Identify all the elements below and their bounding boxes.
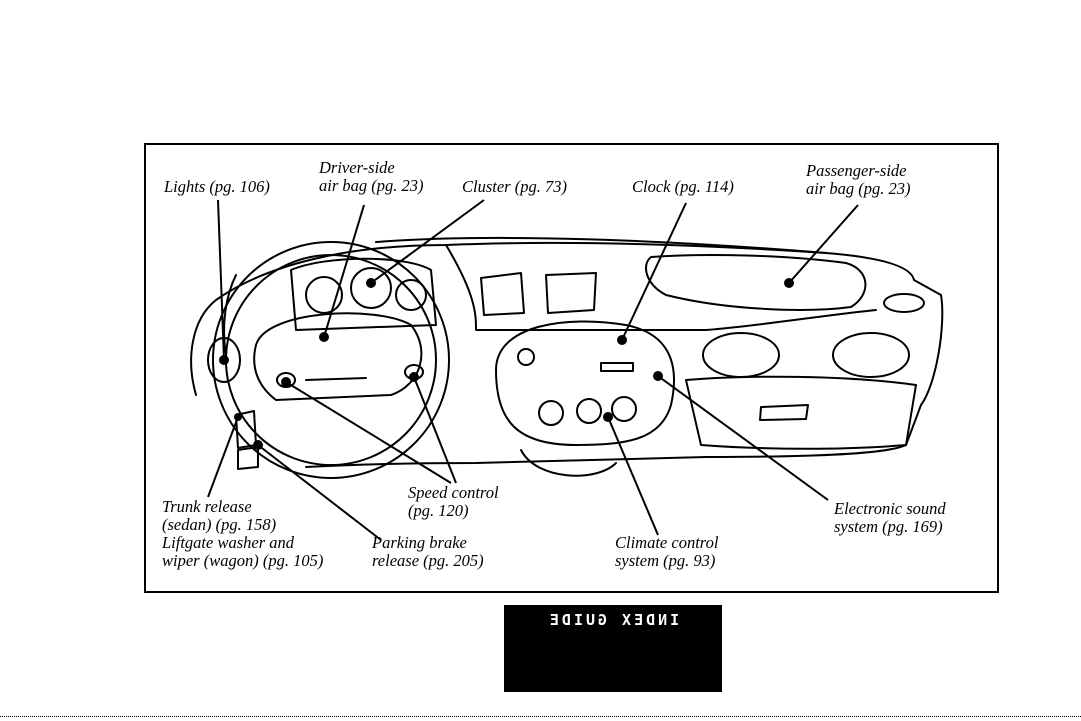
climate-knob-3 [611,396,637,422]
page-bottom-rule [0,716,1081,717]
label-sound-system: Electronic sound system (pg. 169) [834,499,946,536]
label-cluster: Cluster (pg. 73) [462,177,567,196]
label-passenger-airbag: Passenger-side air bag (pg. 23) [806,161,911,198]
climate-knob-1 [538,400,564,426]
leader-cluster [370,199,485,284]
dashboard-figure: Lights (pg. 106) Driver-side air bag (pg… [144,143,999,593]
center-vent-right [545,272,597,314]
leader-driver-airbag [323,204,365,338]
vent-right-2 [832,332,910,378]
passenger-airbag-panel [645,254,867,311]
leader-clock [621,202,687,341]
leader-passenger-airbag [788,204,859,284]
leader-climate [607,416,659,536]
center-console [495,320,675,446]
label-parking-brake: Parking brake release (pg. 205) [372,533,484,570]
label-clock: Clock (pg. 114) [632,177,734,196]
index-guide-tab[interactable]: INDEX GUIDE [504,605,722,692]
label-speed-control: Speed control (pg. 120) [408,483,499,520]
label-climate-control: Climate control system (pg. 93) [615,533,719,570]
instrument-cluster [290,257,437,331]
center-vent-left [480,272,525,316]
steering-hub [253,312,423,401]
leader-sound [657,375,829,501]
leader-parking [257,444,382,541]
glovebox [685,375,917,450]
climate-knob-2 [576,398,602,424]
nav-guide-label[interactable]: GUIDE [546,611,607,629]
label-trunk-release: Trunk release (sedan) (pg. 158) Liftgate… [162,497,324,570]
dashboard-illustration [190,199,944,541]
nav-index-label[interactable]: INDEX [619,611,680,629]
dashboard-outline [190,242,944,468]
leader-speed-1 [285,381,452,484]
label-driver-airbag: Driver-side air bag (pg. 23) [319,158,424,195]
steering-wheel-outer [212,241,450,479]
leader-speed-2 [413,376,457,484]
passenger-vent [883,293,925,313]
leader-lights [217,199,225,361]
label-lights: Lights (pg. 106) [164,177,270,196]
vent-right-1 [702,332,780,378]
steering-wheel-inner [225,254,437,466]
leader-trunk [207,416,239,498]
